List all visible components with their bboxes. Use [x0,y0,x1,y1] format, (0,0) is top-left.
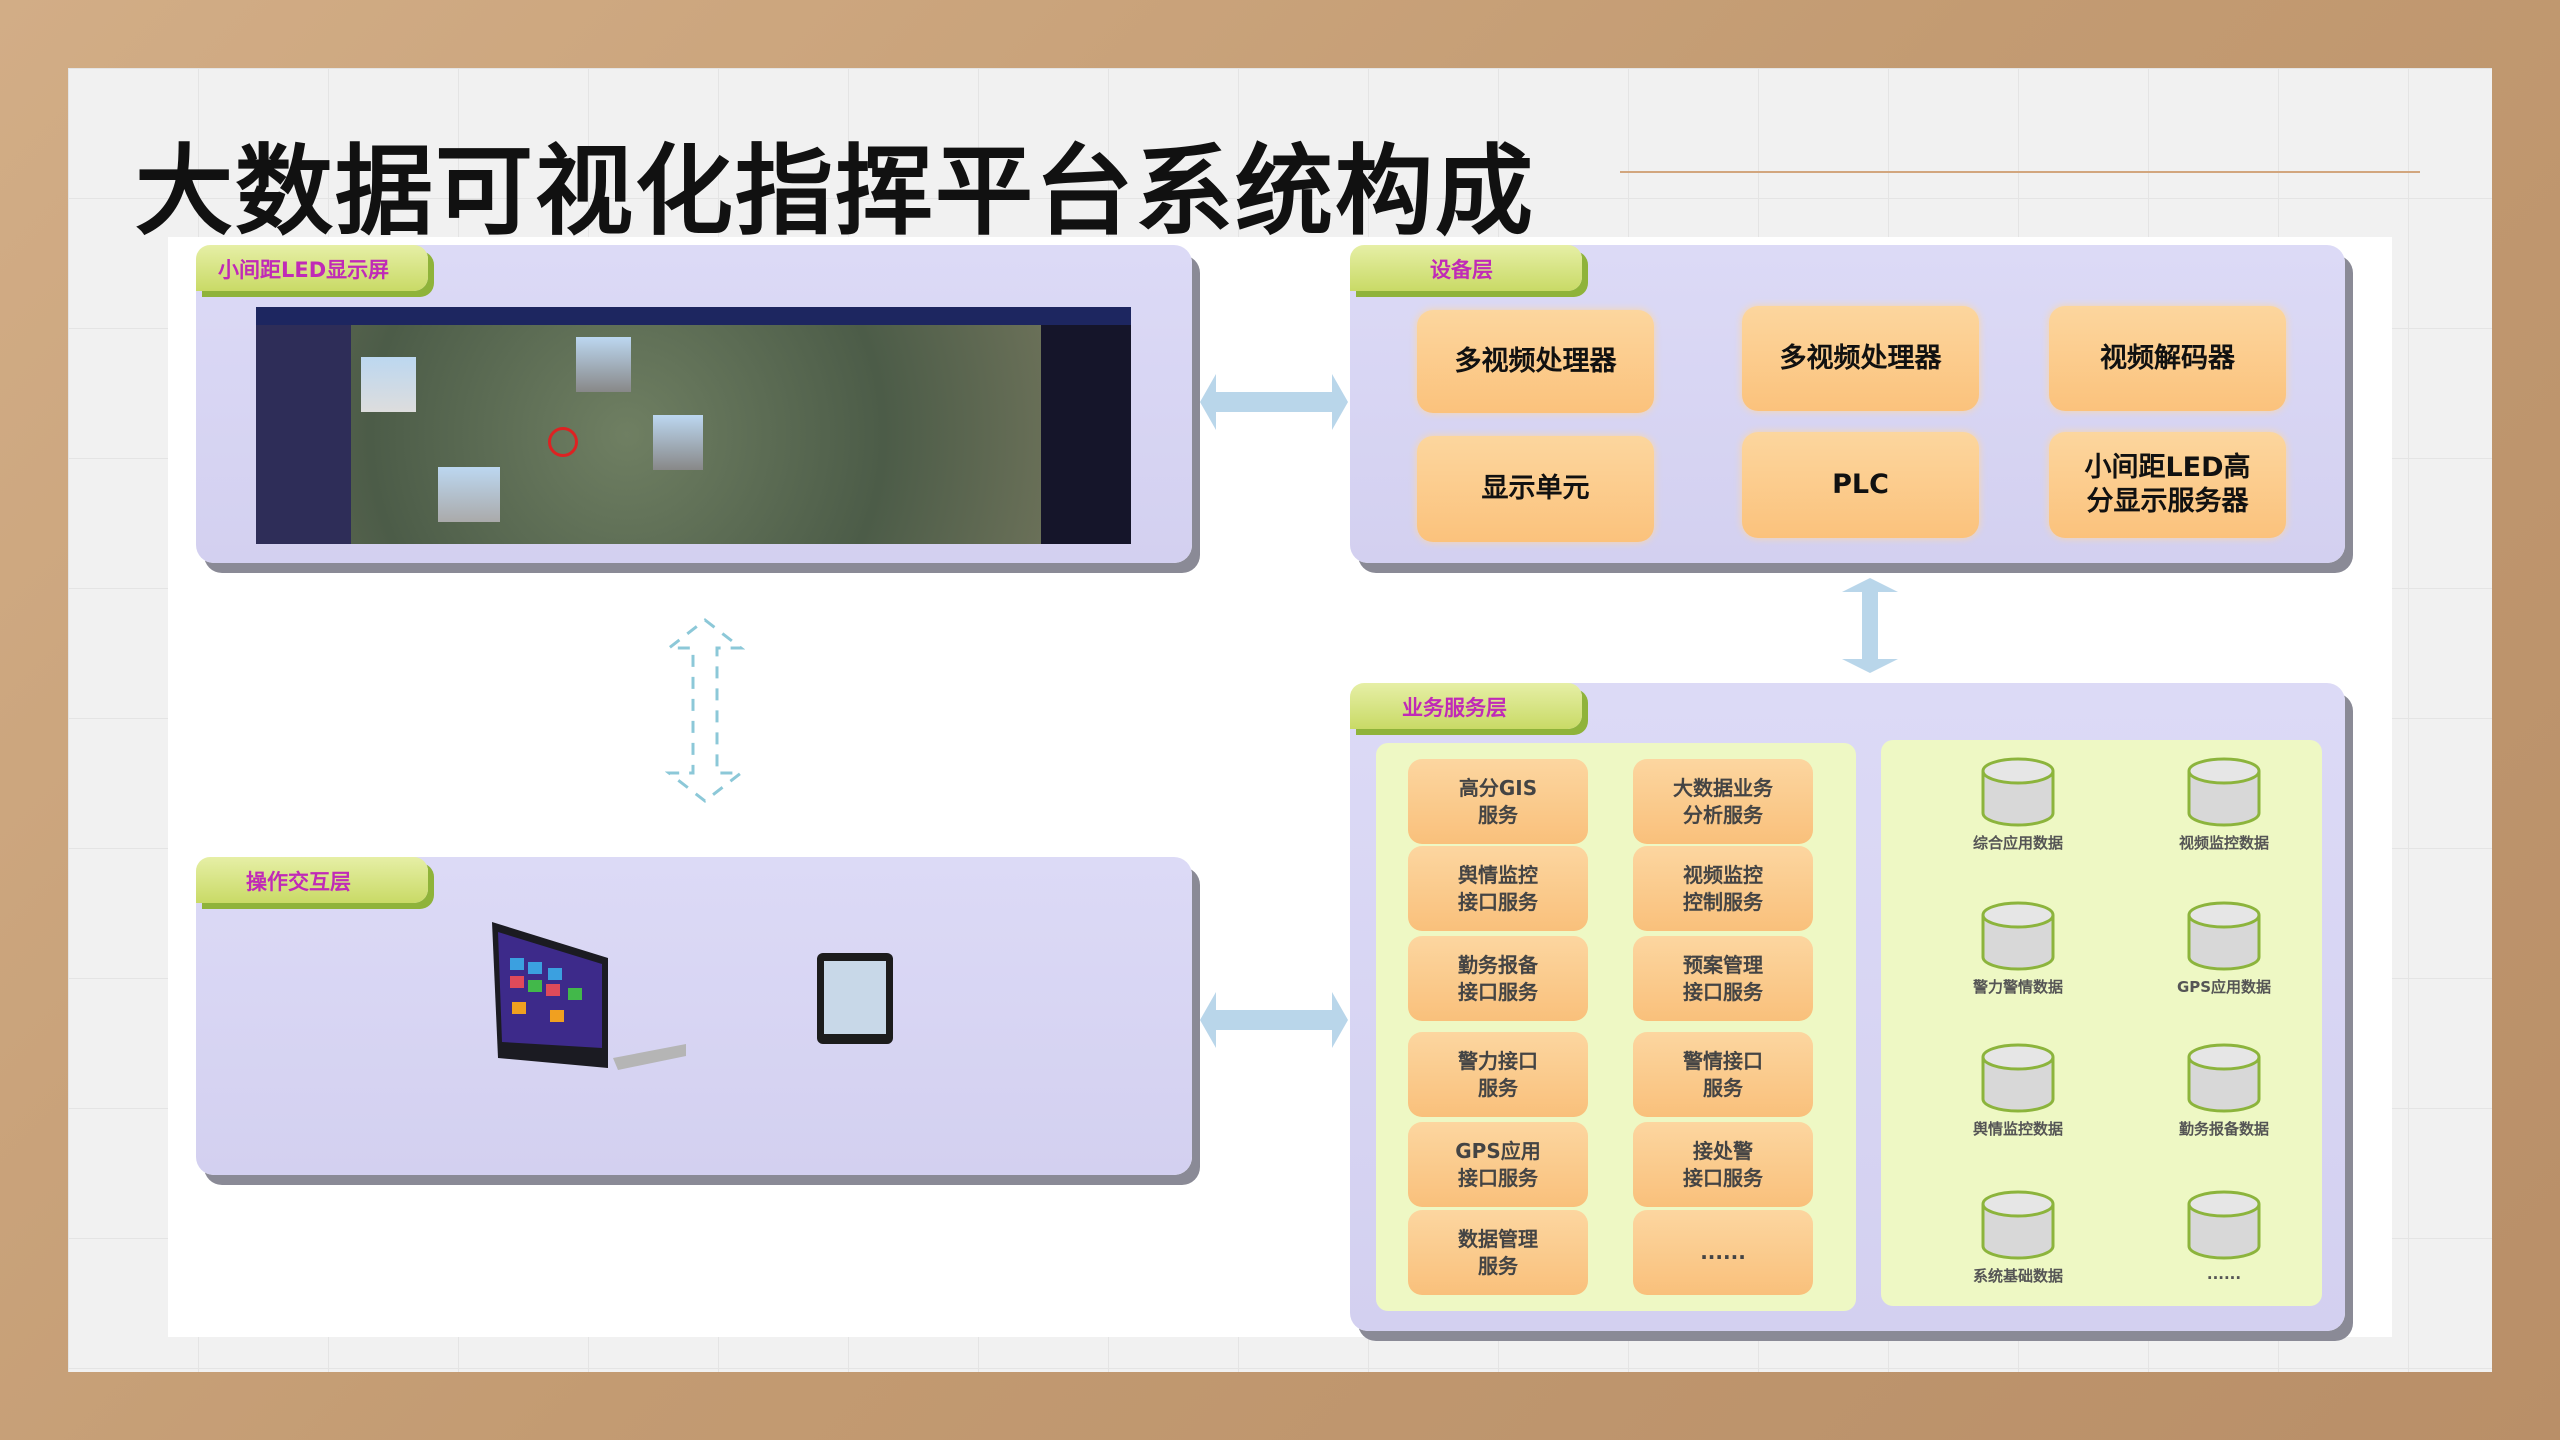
camera-photo [576,337,631,392]
service-layer-tab: 业务服务层 [1350,683,1582,729]
service-item: 警力接口 服务 [1408,1032,1588,1117]
tablet-icon [817,953,893,1044]
device-item: PLC [1742,432,1979,538]
target-marker-icon [548,427,578,457]
screen-right-charts [1041,325,1131,544]
camera-photo [653,415,703,470]
service-item: 勤务报备 接口服务 [1408,936,1588,1021]
database-icon [2187,757,2261,827]
database-label: 综合应用数据 [1972,834,2063,852]
database-label: GPS应用数据 [2176,978,2272,996]
database-label: 舆情监控数据 [1972,1120,2063,1138]
screen-left-sidebar [256,325,351,544]
bidirectional-arrow-icon [1200,992,1348,1048]
service-item: ...... [1633,1210,1813,1295]
device-item: 视频解码器 [2049,306,2286,411]
device-item: 显示单元 [1417,436,1654,542]
service-item: 警情接口 服务 [1633,1032,1813,1117]
dashed-bidirectional-arrow-icon [665,618,745,803]
service-item: 预案管理 接口服务 [1633,936,1813,1021]
device-layer-tab: 设备层 [1350,245,1582,291]
desktop-computer-icon [492,922,686,1070]
operation-layer-tab: 操作交互层 [196,857,428,903]
service-item: 接处警 接口服务 [1633,1122,1813,1207]
screen-header-bar [256,307,1131,325]
service-item: 数据管理 服务 [1408,1210,1588,1295]
database-icon [1981,1043,2055,1113]
operation-layer-panel [196,857,1192,1175]
page-title: 大数据可视化指挥平台系统构成 [135,135,1536,249]
camera-photo [438,467,500,522]
database-label: ...... [2206,1265,2242,1283]
bidirectional-arrow-icon [1200,374,1348,430]
camera-photo [361,357,416,412]
led-display-tab: 小间距LED显示屏 [196,245,428,291]
database-icon [1981,1190,2055,1260]
device-item: 多视频处理器 [1417,310,1654,413]
service-item: 高分GIS 服务 [1408,759,1588,844]
database-icon [1981,901,2055,971]
led-screen-image [256,307,1131,544]
service-item: GPS应用 接口服务 [1408,1122,1588,1207]
database-icon [2187,901,2261,971]
service-item: 舆情监控 接口服务 [1408,846,1588,931]
database-icon [1981,757,2055,827]
device-item: 小间距LED高 分显示服务器 [2049,432,2286,538]
database-label: 警力警情数据 [1972,978,2063,996]
service-item: 大数据业务 分析服务 [1633,759,1813,844]
title-divider [1620,171,2420,173]
database-icon [2187,1043,2261,1113]
device-item: 多视频处理器 [1742,306,1979,411]
bidirectional-arrow-icon [1842,578,1898,673]
database-label: 视频监控数据 [2178,834,2269,852]
database-label: 勤务报备数据 [2178,1120,2269,1138]
database-label: 系统基础数据 [1972,1267,2063,1285]
database-icon [2187,1190,2261,1260]
service-item: 视频监控 控制服务 [1633,846,1813,931]
